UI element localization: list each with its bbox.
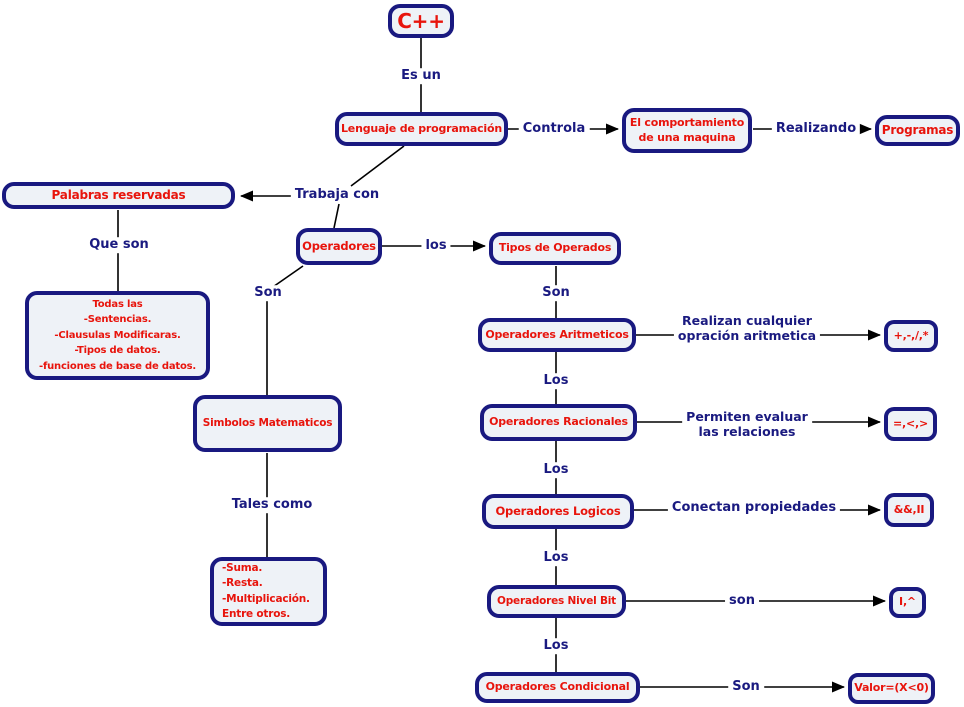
edge-label-son-cond[interactable]: Son [728, 679, 764, 695]
edge-label-son-right[interactable]: Son [538, 285, 574, 301]
node-todas-las-sentencias[interactable]: Todas las -Sentencias. -Clausulas Modifi… [25, 291, 210, 380]
node-palabras-reservadas[interactable]: Palabras reservadas [2, 182, 235, 209]
edge-label-que-son[interactable]: Que son [85, 237, 153, 253]
edge-label-trabaja-con[interactable]: Trabaja con [290, 187, 384, 203]
edge-label-los-3[interactable]: Los [539, 550, 573, 566]
node-operadores-logicos[interactable]: Operadores Logicos [482, 494, 634, 529]
edge-label-permiten[interactable]: Permiten evaluar las relaciones [682, 409, 812, 439]
node-operadores[interactable]: Operadores [296, 228, 382, 265]
node-tipos-de-operados[interactable]: Tipos de Operados [489, 232, 621, 265]
node-simbolos-matematicos[interactable]: Simbolos Matematicos [193, 395, 342, 452]
edge-label-realizan[interactable]: Realizan cualquier opración aritmetica [673, 313, 821, 343]
edge-label-tales-como[interactable]: Tales como [227, 497, 317, 513]
node-condicional-simbolos[interactable]: Valor=(X<0) [848, 673, 935, 704]
edge-label-los-2[interactable]: Los [539, 462, 573, 478]
edge-label-controla[interactable]: Controla [518, 121, 590, 137]
node-suma-resta[interactable]: -Suma. -Resta. -Multiplicación. Entre ot… [210, 557, 327, 626]
node-operadores-aritmeticos[interactable]: Operadores Aritmeticos [478, 318, 636, 352]
node-comportamiento-maquina[interactable]: El comportamiento de una maquina [622, 108, 752, 153]
node-logicos-simbolos[interactable]: &&,II [884, 493, 934, 527]
node-operadores-condicional[interactable]: Operadores Condicional [475, 672, 640, 703]
edge-label-son-left[interactable]: Son [250, 285, 286, 301]
edge-label-los-tipos[interactable]: los [421, 238, 451, 254]
node-nivel-bit-simbolos[interactable]: I,^ [889, 587, 926, 618]
node-racionales-simbolos[interactable]: =,<,> [884, 407, 937, 441]
node-lenguaje-de-programacion[interactable]: Lenguaje de programación [335, 112, 508, 146]
node-cpp[interactable]: C++ [388, 4, 454, 38]
edge-label-realizando[interactable]: Realizando [771, 121, 861, 137]
edge-label-es-un[interactable]: Es un [397, 68, 445, 84]
edge-label-los-4[interactable]: Los [539, 638, 573, 654]
node-operadores-nivel-bit[interactable]: Operadores Nivel Bit [487, 585, 626, 618]
node-operadores-racionales[interactable]: Operadores Racionales [480, 404, 637, 441]
node-aritmeticos-simbolos[interactable]: +,-,/,* [884, 320, 938, 352]
edge-label-los-1[interactable]: Los [539, 373, 573, 389]
edge-label-son-bit[interactable]: son [725, 593, 759, 609]
node-programas[interactable]: Programas [875, 115, 960, 146]
edge-label-conectan[interactable]: Conectan propiedades [667, 500, 841, 516]
